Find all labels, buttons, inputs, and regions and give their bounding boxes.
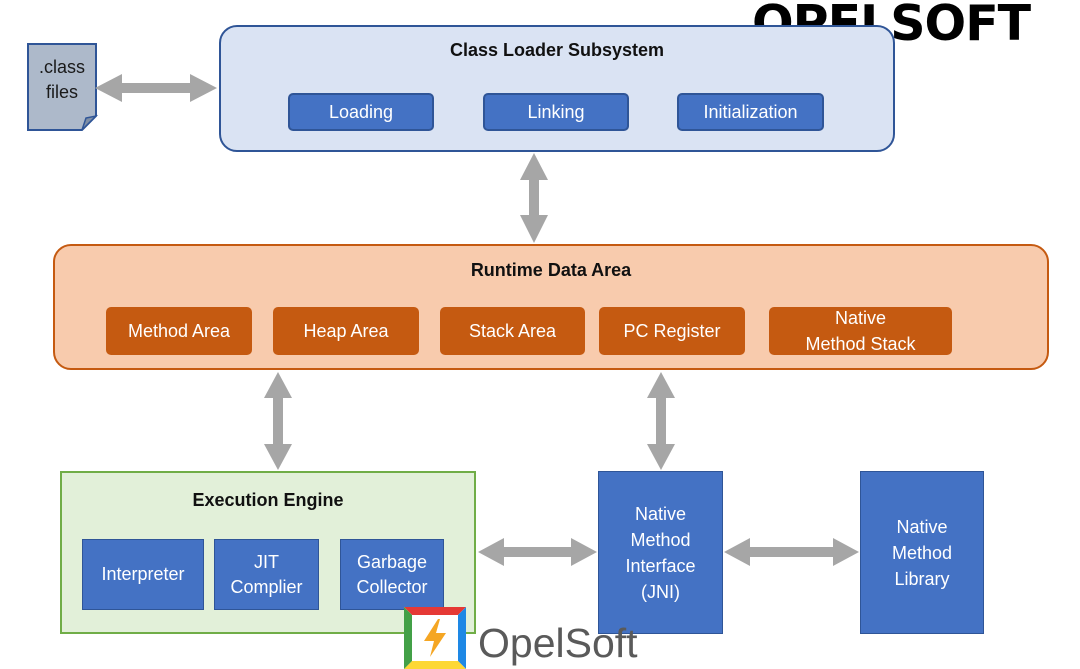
pc-register-box: PC Register bbox=[599, 307, 745, 355]
method-area-box: Method Area bbox=[106, 307, 252, 355]
runtime-data-area-title: Runtime Data Area bbox=[470, 260, 632, 280]
class-files-line1: .class bbox=[38, 57, 85, 77]
arrow-engine-jni bbox=[478, 538, 597, 566]
arrow-runtime-engine bbox=[264, 372, 292, 470]
opelsoft-logo-text: OpelSoft bbox=[478, 620, 638, 666]
native-method-library-box: Native Method Library bbox=[860, 471, 984, 634]
stack-area-box: Stack Area bbox=[440, 307, 585, 355]
class-files-line2: files bbox=[45, 82, 78, 102]
arrow-classfiles-loader bbox=[95, 74, 217, 102]
native-method-interface-box: Native Method Interface (JNI) bbox=[598, 471, 723, 634]
class-loader-title: Class Loader Subsystem bbox=[449, 40, 665, 60]
class-file-icon bbox=[27, 43, 98, 131]
arrow-runtime-jni bbox=[647, 372, 675, 470]
jit-compiler-box: JIT Complier bbox=[214, 539, 319, 610]
opelsoft-logo-icon bbox=[404, 607, 466, 669]
garbage-collector-box: Garbage Collector bbox=[340, 539, 444, 610]
loading-box: Loading bbox=[288, 93, 434, 131]
heap-area-box: Heap Area bbox=[273, 307, 419, 355]
class-files-label: .class files bbox=[29, 55, 95, 105]
linking-box: Linking bbox=[483, 93, 629, 131]
initialization-box: Initialization bbox=[677, 93, 824, 131]
arrow-loader-runtime bbox=[520, 153, 548, 243]
interpreter-box: Interpreter bbox=[82, 539, 204, 610]
native-method-stack-box: Native Method Stack bbox=[769, 307, 952, 355]
arrow-jni-library bbox=[724, 538, 859, 566]
execution-engine-title: Execution Engine bbox=[192, 490, 344, 510]
